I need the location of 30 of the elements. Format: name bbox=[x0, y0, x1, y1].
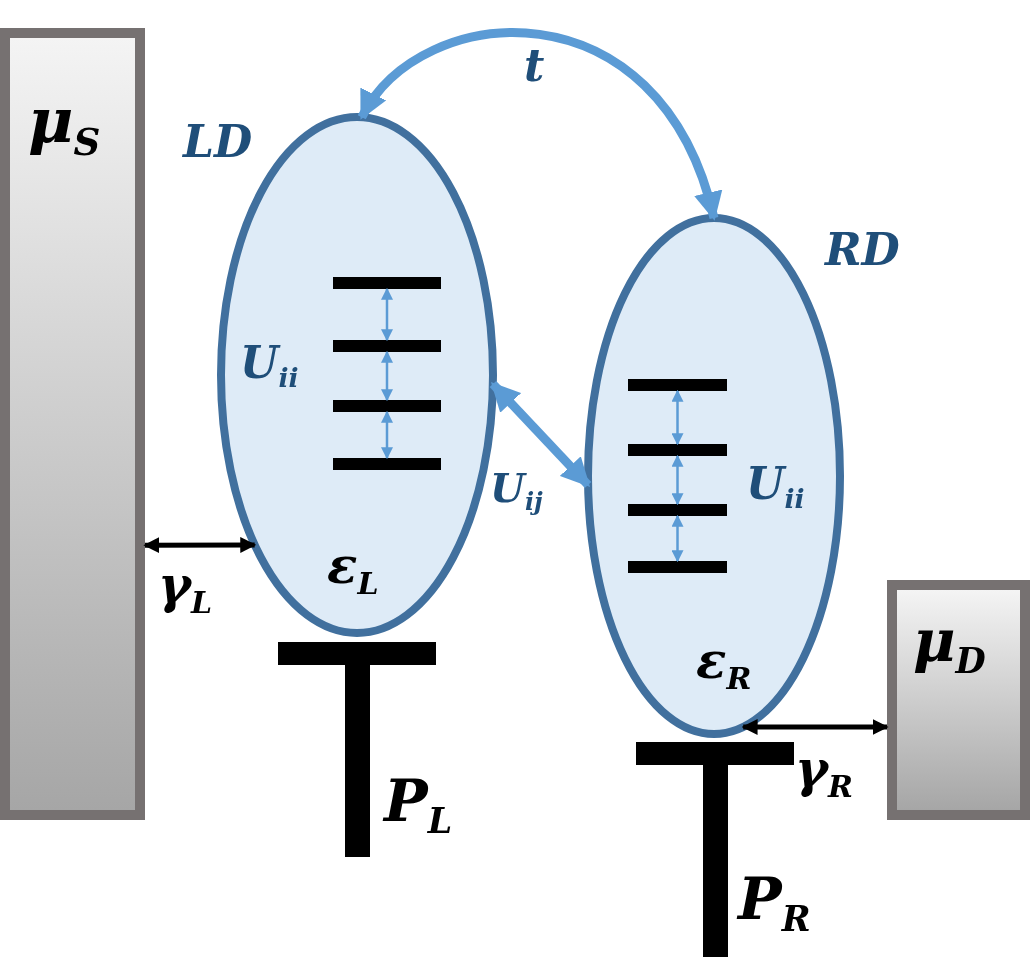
dot-label: RD bbox=[825, 228, 900, 272]
arrow bbox=[671, 454, 684, 506]
energy-level-bar bbox=[333, 458, 441, 470]
energy-level-bar bbox=[333, 277, 441, 289]
arrow bbox=[671, 514, 684, 563]
energy-level-bar bbox=[333, 340, 441, 352]
energy-label: ε$_{L}$ bbox=[327, 541, 379, 599]
energy-level-bar bbox=[628, 379, 727, 391]
arrow bbox=[741, 719, 889, 735]
potential-label: μ$_{S}$ bbox=[28, 90, 101, 162]
arrow bbox=[671, 389, 684, 446]
energy-level-bar bbox=[628, 444, 727, 456]
interaction-label: U$_{ii}$ bbox=[746, 462, 805, 513]
gate-label: P$_{L}$ bbox=[384, 772, 453, 839]
gate-label: P$_{R}$ bbox=[738, 870, 811, 937]
dot-label: LD bbox=[183, 120, 253, 164]
energy-level-bar bbox=[333, 400, 441, 412]
arrow bbox=[143, 536, 257, 554]
energy-level-bar bbox=[628, 561, 727, 573]
arrow bbox=[381, 410, 393, 460]
interaction-label: U$_{ii}$ bbox=[240, 341, 299, 392]
arrow bbox=[381, 350, 393, 402]
potential-label: μ$_{D}$ bbox=[913, 612, 986, 679]
arrow bbox=[381, 287, 393, 342]
energy-level-bar bbox=[628, 504, 727, 516]
energy-label: ε$_{R}$ bbox=[696, 636, 752, 694]
arrow bbox=[358, 28, 720, 221]
reservoir-block bbox=[0, 28, 145, 820]
reservoir-block bbox=[887, 580, 1030, 820]
arrow bbox=[489, 380, 592, 489]
